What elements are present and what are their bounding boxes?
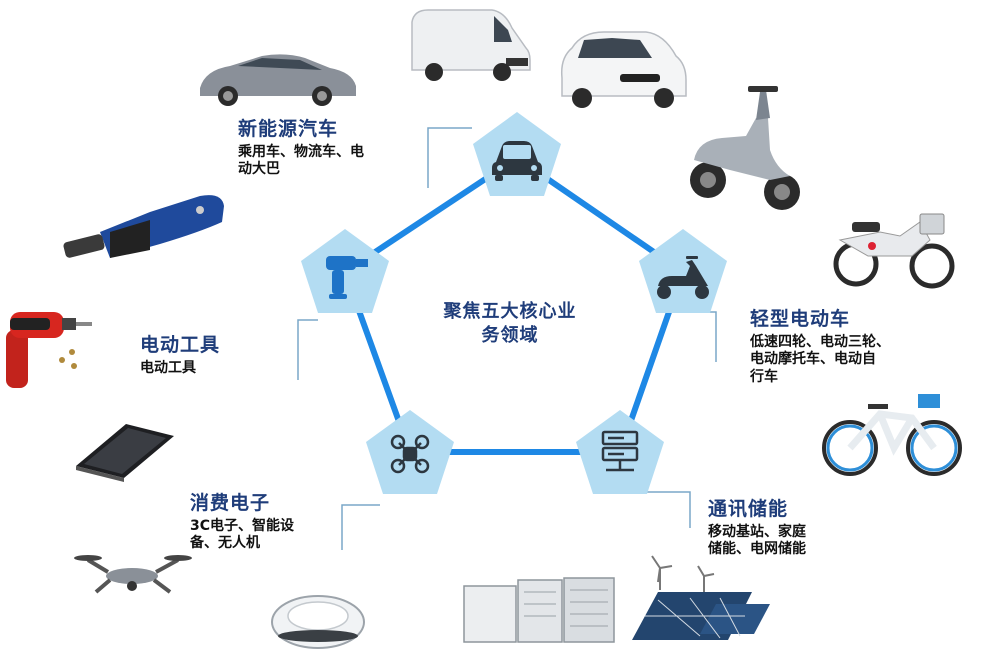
label-light-ev-desc-line: 电动摩托车、电动自 [750, 351, 876, 368]
center-title-line-2: 务领域 [481, 325, 539, 347]
electric-scooter-photo [690, 86, 800, 210]
van-photo [411, 9, 531, 81]
center-title: 聚焦五大核心业 务领域 [415, 300, 605, 349]
label-light-ev-desc-line: 低速四轮、电动三轮、 [750, 333, 890, 350]
electric-bike-photo [833, 213, 955, 289]
label-nev: 新能源汽车 乘用车、物流车、电 动大巴 [238, 118, 364, 179]
drone-icon [390, 434, 430, 474]
robot-vacuum-photo [271, 595, 365, 649]
label-telecom: 通讯储能 移动基站、家庭 储能、电网储能 [708, 498, 806, 559]
smartphone-photo [76, 424, 174, 482]
small-car-photo [560, 31, 687, 108]
center-title-line-1: 聚焦五大核心业 [443, 301, 577, 322]
label-nev-title: 新能源汽车 [238, 118, 339, 140]
label-nev-desc-line: 乘用车、物流车、电 [238, 143, 364, 160]
sedan-photo [200, 54, 356, 106]
node-consumer[interactable] [366, 410, 454, 494]
node-nev[interactable] [473, 112, 561, 196]
server-icon [601, 430, 639, 472]
label-light-ev-desc: 低速四轮、电动三轮、 电动摩托车、电动自 行车 [750, 334, 890, 387]
battery-cabinet-photo [463, 577, 615, 643]
screwdriver-photo [6, 312, 92, 388]
label-nev-desc-line: 动大巴 [238, 161, 280, 178]
label-tools-desc: 电动工具 [140, 360, 220, 378]
label-consumer-title: 消费电子 [190, 492, 271, 514]
label-light-ev-desc-line: 行车 [750, 368, 778, 385]
label-telecom-desc-line: 储能、电网储能 [708, 541, 806, 558]
bicycle-photo [822, 394, 962, 476]
label-telecom-desc: 移动基站、家庭 储能、电网储能 [708, 524, 806, 559]
label-light-ev: 轻型电动车 低速四轮、电动三轮、 电动摩托车、电动自 行车 [750, 308, 890, 386]
label-telecom-desc-line: 移动基站、家庭 [708, 523, 806, 540]
node-tools[interactable] [301, 229, 389, 313]
drill-icon [326, 256, 368, 299]
label-consumer-desc: 3C电子、智能设 备、无人机 [190, 518, 294, 553]
label-consumer-desc-line: 3C电子、智能设 [190, 517, 295, 534]
node-telecom[interactable] [576, 410, 664, 494]
label-tools-desc-line: 电动工具 [140, 359, 196, 376]
node-light-ev[interactable] [639, 229, 727, 313]
label-consumer: 消费电子 3C电子、智能设 备、无人机 [190, 492, 294, 553]
label-telecom-title: 通讯储能 [708, 498, 789, 520]
label-tools-title: 电动工具 [140, 334, 221, 356]
label-tools: 电动工具 电动工具 [140, 334, 220, 377]
label-consumer-desc-line: 备、无人机 [190, 535, 260, 552]
drone-photo [74, 555, 192, 594]
wind-solar-photo [632, 555, 770, 640]
label-nev-desc: 乘用车、物流车、电 动大巴 [238, 144, 364, 179]
label-light-ev-title: 轻型电动车 [750, 308, 851, 330]
grinder-photo [63, 195, 224, 258]
car-icon [492, 141, 542, 181]
scooter-icon [657, 256, 709, 299]
